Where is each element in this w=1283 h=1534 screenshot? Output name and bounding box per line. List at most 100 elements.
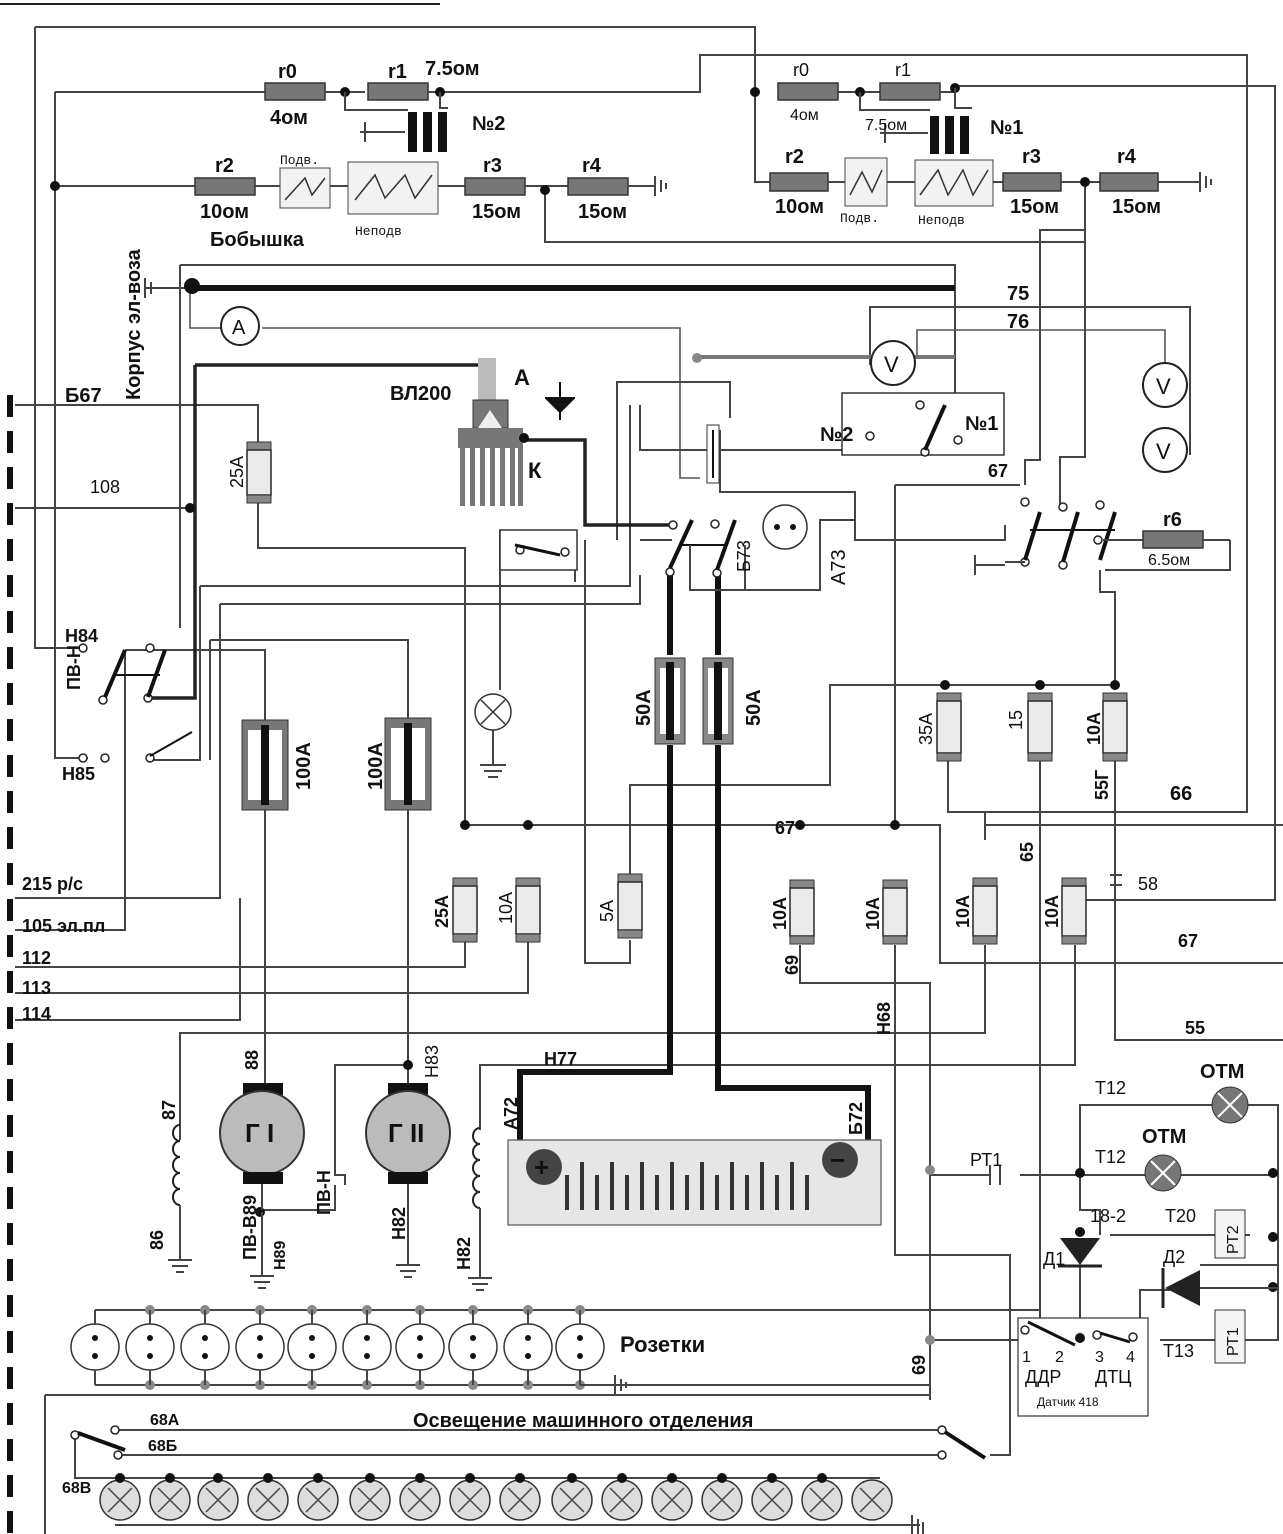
label-18-2: 18-2 <box>1090 1206 1126 1226</box>
label-voltmeter-3: V <box>1156 439 1171 464</box>
resistor-r2-right <box>769 172 829 192</box>
label-podv-left: Подв. <box>280 153 319 168</box>
label-w55: 55 <box>1185 1018 1205 1038</box>
label-h82-1: Н82 <box>389 1207 409 1240</box>
label-w114: 114 <box>22 1004 51 1024</box>
label-r1-left-value: 7.5ом <box>425 58 480 80</box>
label-rt2: РТ2 <box>1225 1225 1242 1254</box>
lamp-icon <box>474 693 512 778</box>
otm-lamp-icon <box>1144 1086 1249 1192</box>
label-nepodv-left: Неподв <box>355 224 402 239</box>
label-t12-2: Т12 <box>1095 1147 1126 1167</box>
label-r1-right: r1 <box>895 60 911 80</box>
label-w87: 87 <box>159 1100 179 1120</box>
label-relay-2-left: №2 <box>472 113 505 135</box>
lighting-switches <box>70 1425 987 1460</box>
fuse-50a-2 <box>702 657 734 745</box>
heater-nepodv-left <box>347 161 439 215</box>
label-n1: 1 <box>1022 1349 1031 1366</box>
fuse-100a-2 <box>384 717 432 811</box>
label-d1: Д1 <box>1043 1249 1065 1269</box>
label-h85: Н85 <box>62 764 95 784</box>
label-f100a-1: 100A <box>293 742 315 790</box>
vl200-rectifier-icon <box>458 358 529 506</box>
field-coil-87 <box>168 1124 192 1273</box>
label-sw1: №1 <box>965 413 998 435</box>
label-w58: 58 <box>1138 874 1158 894</box>
label-r3-right-value: 15ом <box>1010 196 1059 218</box>
label-r6-value: 6.5ом <box>1148 552 1190 569</box>
label-n2: 2 <box>1055 1349 1064 1366</box>
label-w88: 88 <box>242 1050 262 1070</box>
label-pvn: ПВ-Н <box>64 645 84 690</box>
label-b72: Б72 <box>846 1102 866 1135</box>
label-sw2: №2 <box>820 424 853 446</box>
fuse-100a-1 <box>241 719 289 811</box>
label-w55g: 55Г <box>1092 770 1112 800</box>
label-w113: 113 <box>22 978 51 998</box>
label-68a: 68А <box>150 1412 180 1429</box>
rt-boxes <box>1214 1209 1246 1364</box>
top-right-circuit <box>750 82 1212 207</box>
fuse-icon <box>246 441 1128 945</box>
resistor-r0-right <box>777 82 839 101</box>
label-w86: 86 <box>147 1230 167 1250</box>
label-r2-left: r2 <box>215 155 234 177</box>
sensor-418 <box>1017 1317 1149 1417</box>
relay-coil-1 <box>880 116 969 154</box>
bus-nodes <box>185 503 1120 1217</box>
label-plus: + <box>534 1152 549 1182</box>
label-h68: Н68 <box>874 1002 894 1035</box>
label-gen1: Г I <box>245 1118 274 1148</box>
resistor-r0-left <box>264 82 326 101</box>
label-68v: 68В <box>62 1480 91 1497</box>
top-left-circuit <box>50 82 667 215</box>
pv-n-switch <box>78 643 193 763</box>
label-f15: 15 <box>1006 710 1026 730</box>
label-h83: Н83 <box>422 1045 442 1078</box>
label-dtc: ДТЦ <box>1095 1367 1132 1387</box>
label-r2-left-value: 10ом <box>200 201 249 223</box>
thin-wires <box>15 26 1283 1534</box>
resistor-r3-left <box>464 177 526 196</box>
relay-coil-2 <box>360 112 447 152</box>
generator-icon <box>219 1083 305 1289</box>
label-otm-1: ОТМ <box>1200 1061 1244 1083</box>
label-r0-left: r0 <box>278 61 297 83</box>
label-f5a: 5A <box>597 900 617 922</box>
label-minus: − <box>830 1145 845 1175</box>
fuse-50a-1 <box>654 657 686 745</box>
diode-icon <box>545 382 575 420</box>
label-w108: 108 <box>90 477 120 497</box>
label-w66: 66 <box>1170 783 1192 805</box>
label-w69-bot: 69 <box>909 1355 929 1375</box>
label-nepodv-right: Неподв <box>918 213 965 228</box>
label-pvv89: ПВ-В89 <box>240 1195 260 1260</box>
label-w75: 75 <box>1007 283 1029 305</box>
label-f10a-2: 10A <box>770 897 790 930</box>
label-w69: 69 <box>782 955 802 975</box>
label-ammeter: A <box>232 317 246 339</box>
resistor-r1-left <box>367 82 429 101</box>
diode-d2-icon <box>1161 1268 1278 1308</box>
label-r4-left: r4 <box>582 155 602 177</box>
label-w112: 112 <box>22 948 51 968</box>
label-w65: 65 <box>1017 842 1037 862</box>
label-r0-left-value: 4ом <box>270 107 308 129</box>
label-boss: Бобышка <box>210 229 305 251</box>
label-a72: А72 <box>501 1097 521 1130</box>
label-f10a-1: 10A <box>496 892 516 924</box>
relay-switch-box <box>841 392 1005 457</box>
label-r4-right: r4 <box>1117 146 1137 168</box>
label-r4-left-value: 15ом <box>578 201 627 223</box>
label-relay-1-right: №1 <box>990 117 1023 139</box>
label-a73: А73 <box>828 549 850 585</box>
label-r3-left: r3 <box>483 155 502 177</box>
label-r1-right-value: 7.5ом <box>865 117 907 134</box>
socket-icon <box>70 1305 627 1395</box>
resistor-r1-right <box>879 82 941 101</box>
label-otm-2: ОТМ <box>1142 1126 1186 1148</box>
label-pvn2: ПВ-Н <box>314 1170 334 1215</box>
label-w215: 215 р/с <box>22 874 83 894</box>
